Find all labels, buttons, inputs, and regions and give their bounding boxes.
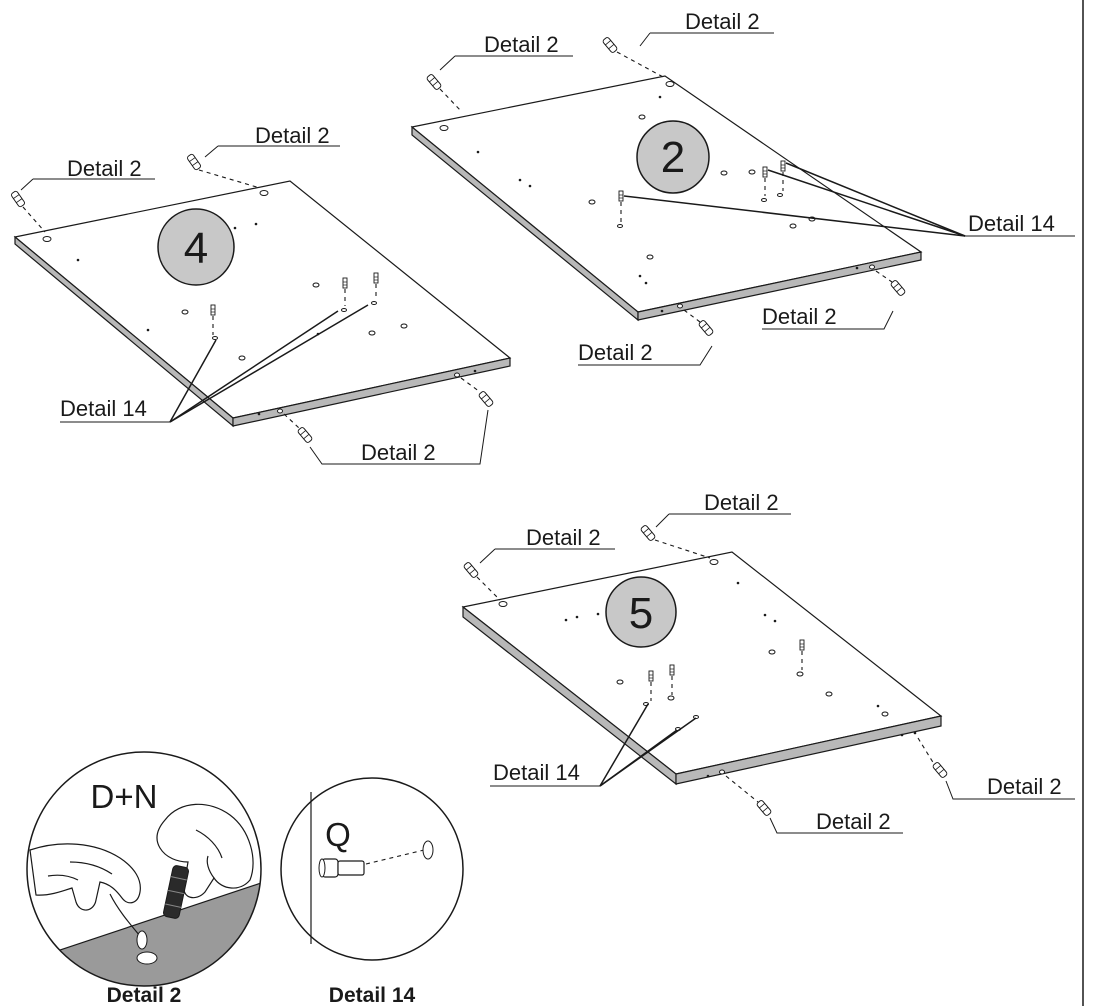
panel-5-badge bbox=[605, 576, 677, 648]
panel-2-badge bbox=[636, 120, 710, 194]
panel-4-badge bbox=[157, 208, 235, 286]
inset-detail-14-caption: Detail 14 bbox=[329, 984, 416, 1006]
panel-5-callout-detail-14: Detail 14 bbox=[493, 760, 580, 785]
panel-2 bbox=[410, 36, 923, 337]
panel-5-callout-dowel-bottom: Detail 2 bbox=[816, 809, 891, 834]
panel-2-callout-detail-14: Detail 14 bbox=[968, 211, 1055, 236]
panel-5-callout-dowel-right: Detail 2 bbox=[987, 774, 1062, 799]
panel-4-callout-dowel-top: Detail 2 bbox=[255, 123, 330, 148]
panel-4-callout-dowel-tl: Detail 2 bbox=[67, 156, 142, 181]
panel-5 bbox=[461, 524, 949, 817]
panel-2-callout-dowel-bottom: Detail 2 bbox=[578, 340, 653, 365]
panel-2-callout-dowel-left: Detail 2 bbox=[484, 32, 559, 57]
inset-detail-2-caption: Detail 2 bbox=[107, 984, 182, 1006]
panel-5-callout-dowel-top: Detail 2 bbox=[704, 490, 779, 515]
panel-4 bbox=[10, 152, 512, 444]
panel-5-callout-dowel-left: Detail 2 bbox=[526, 525, 601, 550]
inset-detail-2-marking: D+N bbox=[91, 778, 158, 815]
panel-5-number: 5 bbox=[629, 589, 653, 638]
panel-4-callout-detail-14: Detail 14 bbox=[60, 396, 147, 421]
panel-2-number: 2 bbox=[661, 133, 685, 182]
panel-4-number: 4 bbox=[184, 224, 208, 273]
panel-4-callout-dowel-bottom: Detail 2 bbox=[361, 440, 436, 465]
panel-2-callout-dowel-right: Detail 2 bbox=[762, 304, 837, 329]
inset-detail-14 bbox=[280, 777, 464, 961]
inset-detail-14-marking: Q bbox=[325, 816, 351, 853]
panel-2-callout-dowel-top: Detail 2 bbox=[685, 9, 760, 34]
